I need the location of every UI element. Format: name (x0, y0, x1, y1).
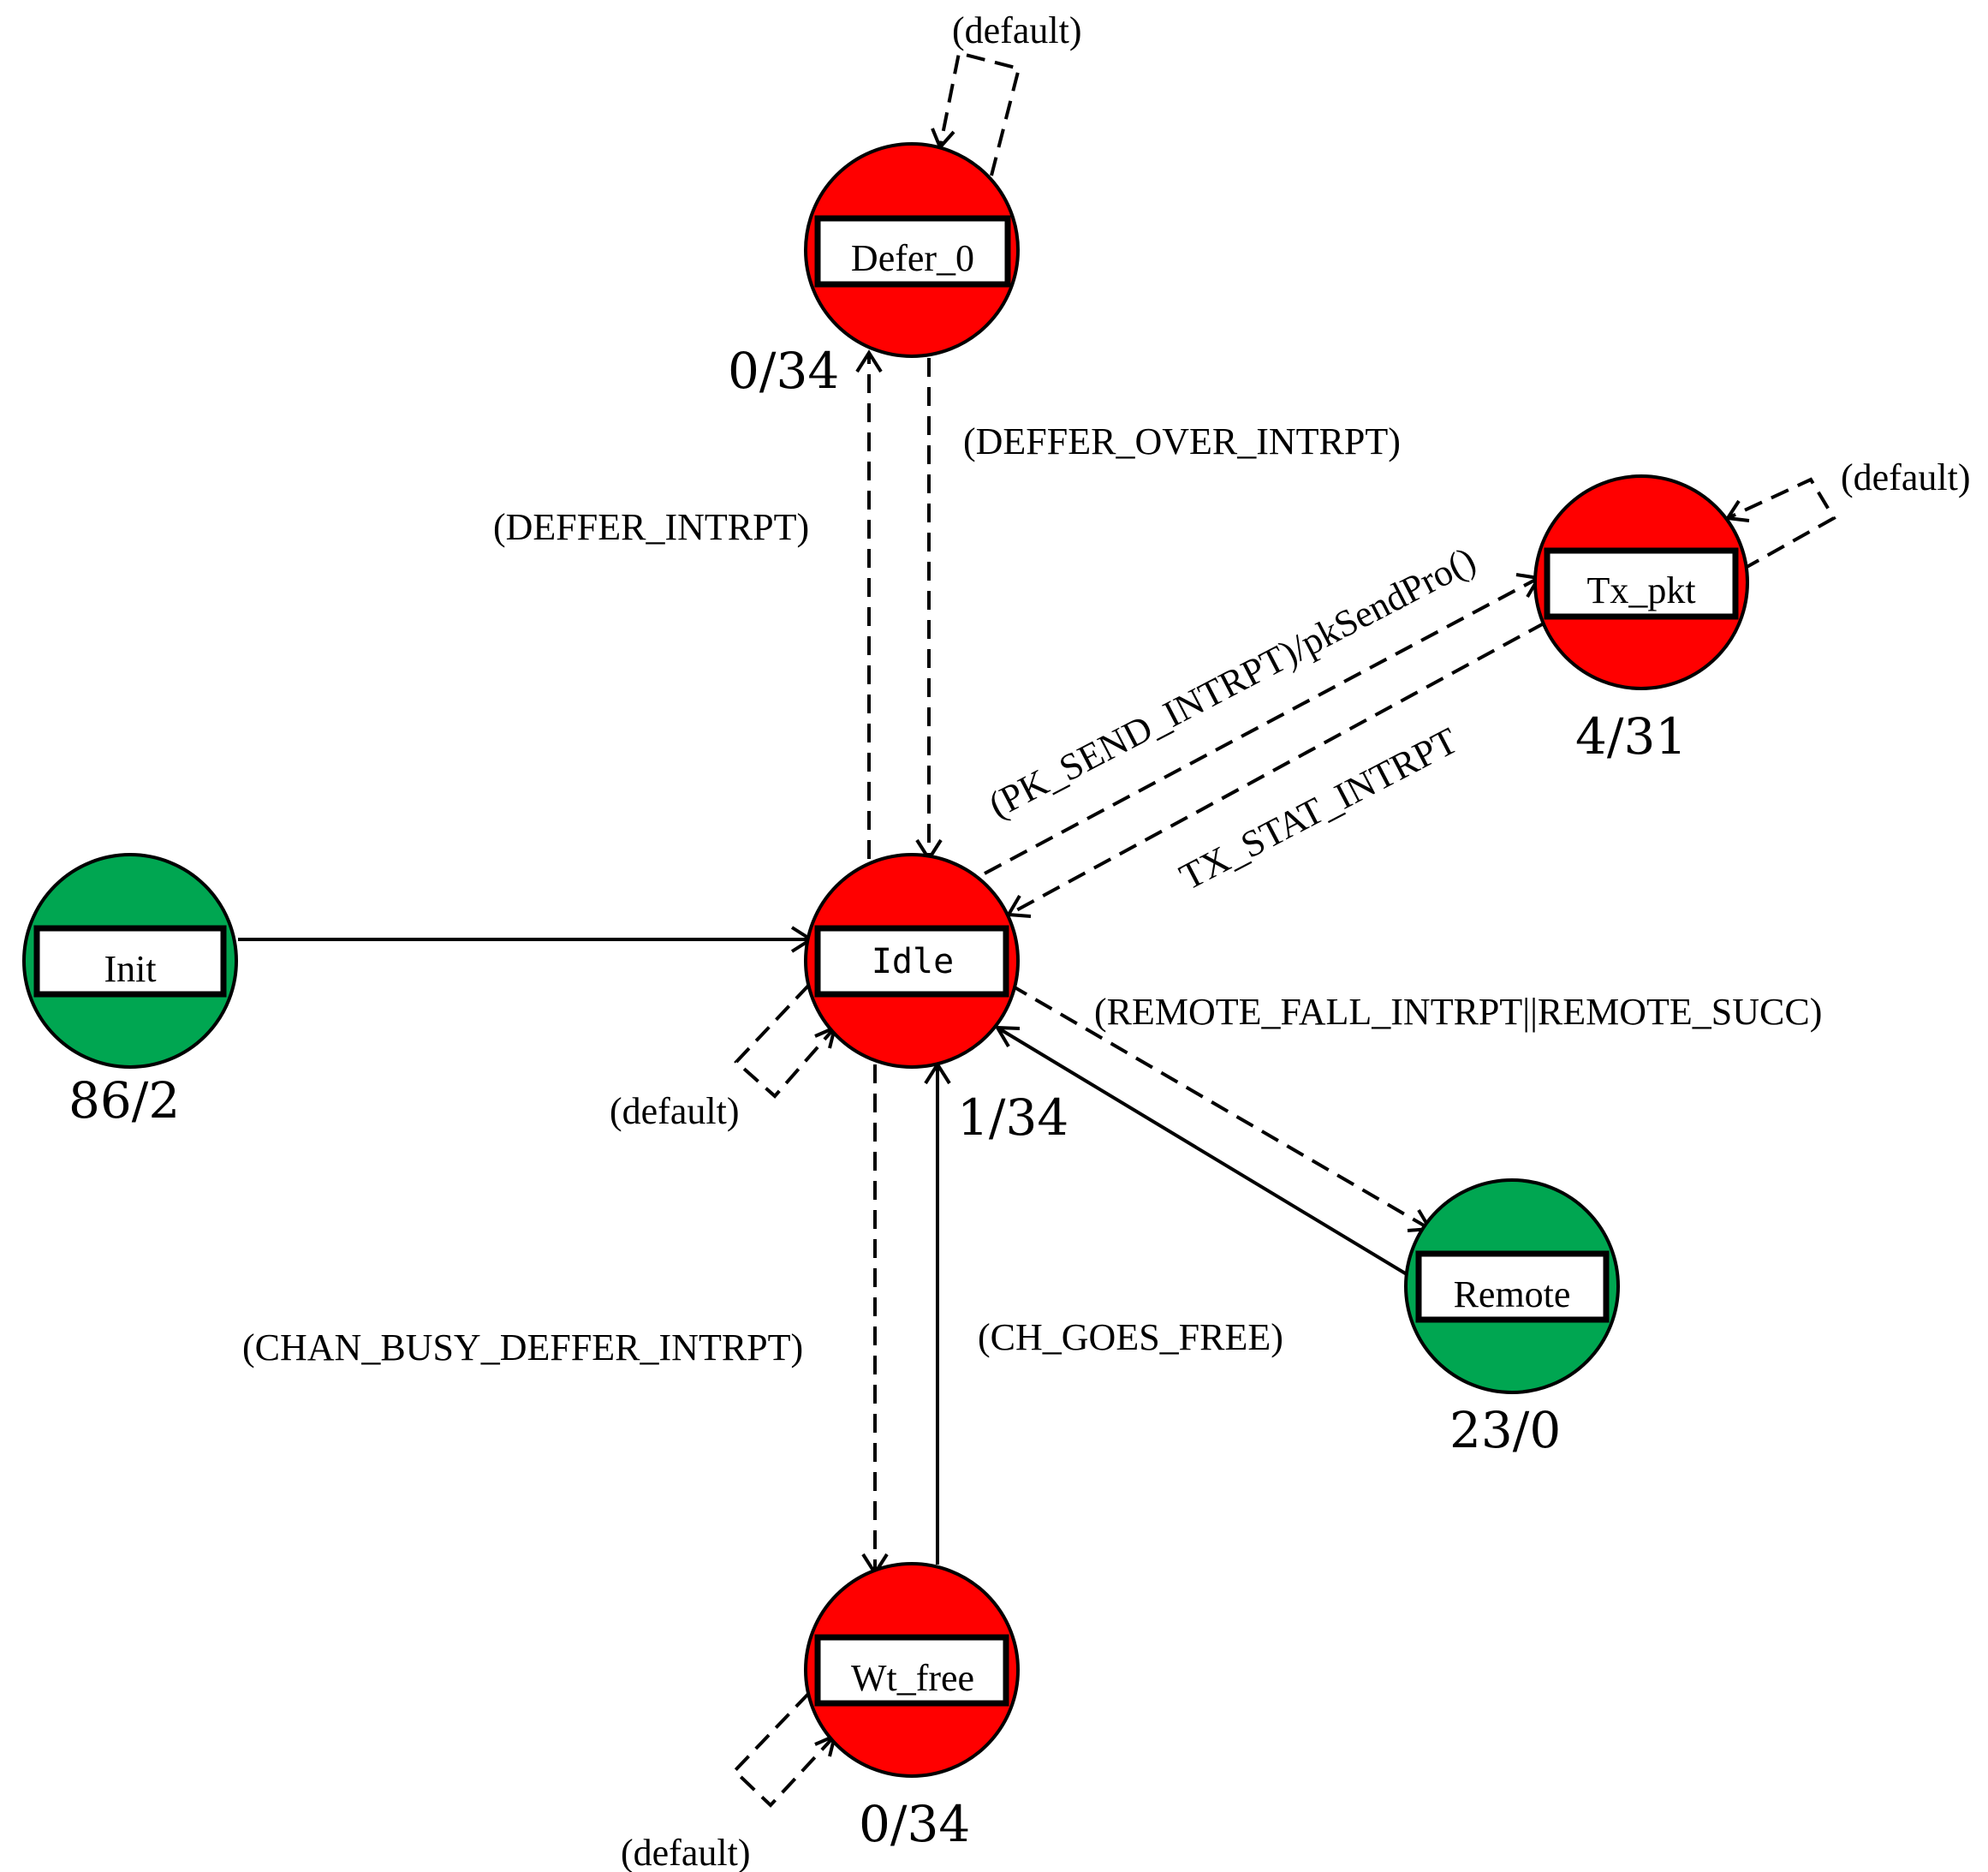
state-remote[interactable]: Remote 23/0 (1404, 1178, 1620, 1459)
state-count: 86/2 (68, 1071, 180, 1130)
arrowhead-defer-selfloop (931, 128, 955, 151)
arrowhead-idle-defer (855, 349, 883, 373)
state-name: Remote (1454, 1273, 1571, 1315)
state-idle[interactable]: Idle 1/34 (804, 853, 1068, 1147)
edge-tx-idle (1008, 621, 1546, 916)
label-tx-default: (default) (1841, 456, 1970, 498)
state-name: Idle (872, 942, 954, 981)
state-tx-pkt[interactable]: Tx_pkt 4/31 (1533, 474, 1749, 766)
label-wtfree-default: (default) (621, 1832, 750, 1872)
edge-idle-remote (1009, 983, 1431, 1231)
state-count: 23/0 (1449, 1401, 1561, 1459)
label-defer-default: (default) (952, 9, 1081, 51)
transition-edges (238, 51, 1836, 1808)
label-ch-goes-free: (CH_GOES_FREE) (978, 1316, 1283, 1358)
state-name-box (814, 1634, 1009, 1707)
edge-idle-tx (984, 576, 1539, 875)
edge-tx-selfloop (1727, 477, 1836, 571)
edge-remote-idle (996, 1026, 1408, 1276)
state-init[interactable]: Init 86/2 (22, 853, 238, 1130)
state-name: Tx_pkt (1586, 569, 1695, 611)
state-name: Init (104, 948, 156, 990)
edge-defer-selfloop (938, 51, 1021, 176)
edge-idle-selfloop (734, 983, 836, 1099)
state-wt-free[interactable]: Wt_free 0/34 (804, 1562, 1020, 1853)
label-idle-default: (default) (610, 1090, 739, 1132)
label-tx-stat-intrpt: TX_STAT_INTRPT (1173, 719, 1465, 898)
label-defer-over-intrpt: (DEFFER_OVER_INTRPT) (963, 420, 1401, 462)
state-name-box (814, 215, 1011, 288)
state-count: 0/34 (728, 342, 839, 400)
state-name-box (1415, 1250, 1610, 1323)
state-name-box (33, 925, 227, 998)
state-count: 1/34 (957, 1088, 1068, 1147)
edge-wtfree-selfloop (732, 1691, 836, 1808)
label-remote-fall-intrpt: (REMOTE_FALL_INTRPT||REMOTE_SUCC) (1094, 991, 1822, 1033)
arrowhead-remote-idle (994, 1025, 1021, 1048)
state-name: Wt_free (851, 1657, 974, 1699)
state-name-box (1544, 547, 1739, 620)
state-count: 0/34 (859, 1795, 970, 1853)
state-count: 4/31 (1575, 707, 1687, 766)
label-chan-busy-deffer-intrpt: (CHAN_BUSY_DEFFER_INTRPT) (242, 1326, 803, 1368)
state-defer-0[interactable]: Defer_0 0/34 (728, 142, 1020, 400)
state-name-box (814, 925, 1009, 998)
state-name: Defer_0 (851, 237, 974, 279)
label-deffer-intrpt: (DEFFER_INTRPT) (493, 506, 809, 548)
